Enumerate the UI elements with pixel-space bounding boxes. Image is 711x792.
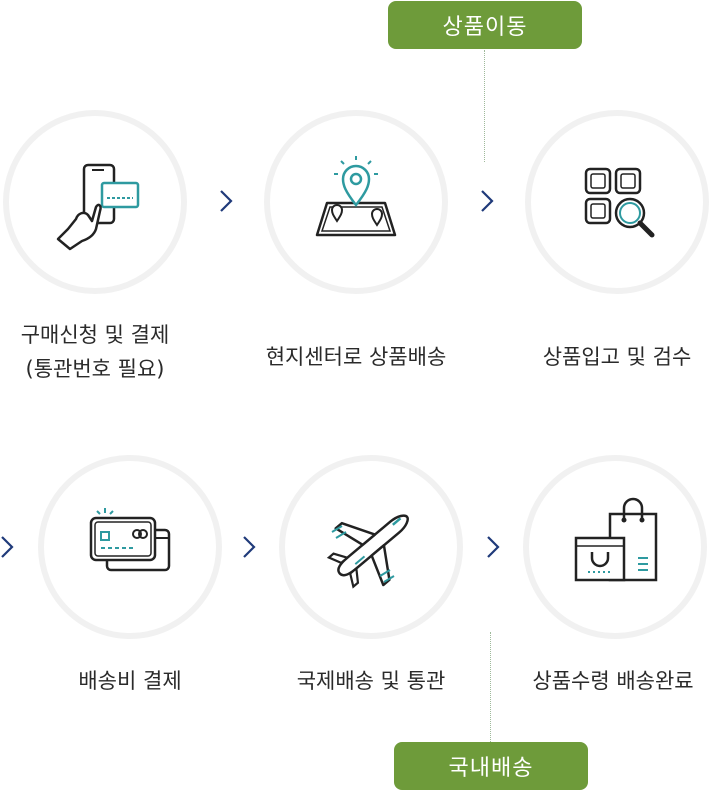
step-2-label: 현지센터로 상품배송 bbox=[236, 340, 476, 374]
step-1-label-line1: 구매신청 및 결제 bbox=[20, 323, 170, 347]
step-4-circle bbox=[38, 455, 222, 639]
chevron-right-icon bbox=[481, 190, 494, 212]
step-6-circle bbox=[523, 455, 707, 639]
chevron-right-icon bbox=[487, 536, 500, 558]
step-4-label-line1: 배송비 결제 bbox=[78, 669, 182, 693]
shopping-bags-icon bbox=[574, 497, 658, 582]
connector-dotted-top bbox=[484, 50, 485, 162]
map-location-pin-icon bbox=[315, 156, 397, 237]
step-4-label: 배송비 결제 bbox=[10, 664, 250, 698]
step-2-label-line1: 현지센터로 상품배송 bbox=[265, 345, 447, 369]
step-6-label: 상품수령 배송완료 bbox=[493, 664, 711, 698]
badge-product-transfer: 상품이동 bbox=[388, 1, 582, 49]
step-3-label-line1: 상품입고 및 검수 bbox=[542, 345, 692, 369]
step-5-label-line1: 국제배송 및 통관 bbox=[296, 669, 446, 693]
step-5-label: 국제배송 및 통관 bbox=[251, 664, 491, 698]
badge-domestic-shipping: 국내배송 bbox=[394, 742, 588, 790]
step-1-circle bbox=[3, 110, 187, 294]
step-3-circle bbox=[525, 110, 709, 294]
step-2-circle bbox=[264, 110, 448, 294]
grid-magnifier-inspect-icon bbox=[584, 167, 655, 238]
phone-card-payment-icon bbox=[56, 163, 140, 251]
airplane-icon bbox=[326, 514, 409, 589]
step-6-label-line1: 상품수령 배송완료 bbox=[532, 669, 694, 693]
step-3-label: 상품입고 및 검수 bbox=[497, 340, 711, 374]
step-1-label: 구매신청 및 결제 (통관번호 필요) bbox=[0, 318, 215, 386]
chevron-right-icon bbox=[243, 536, 256, 558]
chevron-right-icon bbox=[220, 190, 233, 212]
connector-dotted-bottom bbox=[490, 632, 491, 742]
step-1-label-line2: (통관번호 필요) bbox=[25, 357, 165, 381]
step-5-circle bbox=[279, 455, 463, 639]
chevron-right-icon bbox=[1, 536, 14, 558]
credit-card-icon bbox=[89, 508, 171, 572]
